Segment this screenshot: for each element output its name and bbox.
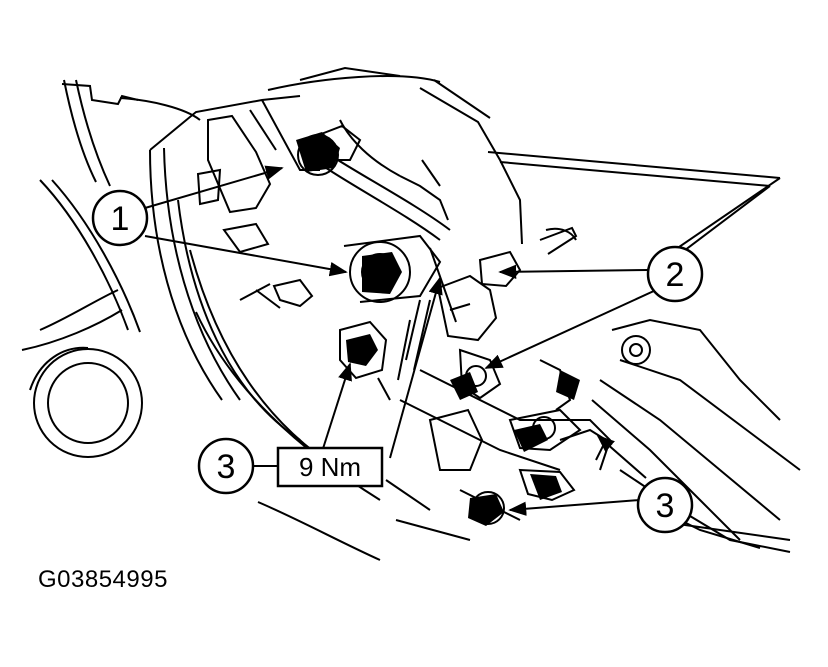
callout-3-right-circle <box>636 476 694 534</box>
callout-2-circle <box>646 245 704 303</box>
callout-1: 1 <box>91 189 149 247</box>
callout-1-circle <box>91 189 149 247</box>
figure-id: G03854995 <box>38 566 168 593</box>
callout-1-label: 1 <box>111 200 130 238</box>
detail-fills <box>296 132 580 526</box>
torque-label: 9 Nm <box>299 452 361 482</box>
callout-3-right: 3 <box>636 476 694 534</box>
torque-box <box>276 446 384 488</box>
callout-2-label: 2 <box>666 256 685 294</box>
callout-3-left-label: 3 <box>217 448 236 486</box>
callout-2: 2 <box>646 245 704 303</box>
structure-linework <box>21 66 801 561</box>
leader-lines <box>144 165 657 516</box>
callout-3-left: 3 9 Nm <box>197 437 384 495</box>
callout-3-right-label: 3 <box>656 487 675 525</box>
